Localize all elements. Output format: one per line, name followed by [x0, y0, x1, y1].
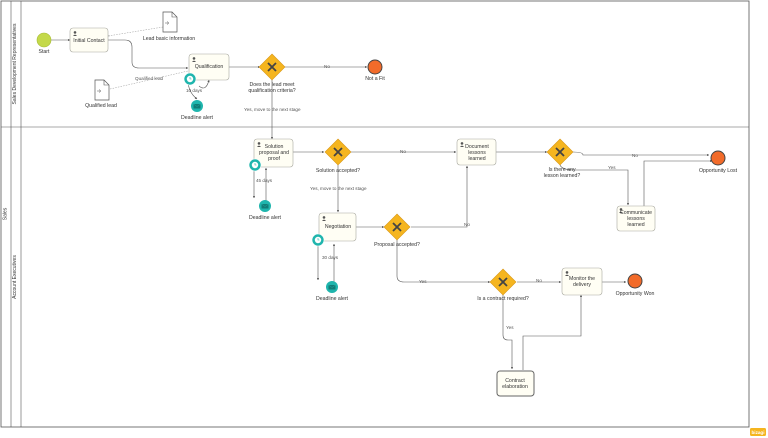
data-object-qualified-lead[interactable]: Qualified lead — [85, 79, 117, 109]
task-document-lessons-label-2: lessons — [468, 150, 486, 156]
bizagi-logo: bizagi — [750, 428, 766, 436]
envelope-icon — [193, 104, 201, 109]
deadline-alert-2[interactable]: Deadline alert — [249, 200, 282, 221]
task-qualification-label: Qualification — [195, 64, 224, 70]
lane-label-ae: Account Executives — [12, 255, 18, 299]
task-contract-elaboration-label-1: Contract — [505, 378, 525, 384]
flow-label-qualified-lead: Qualified lead — [135, 76, 164, 81]
user-icon — [460, 142, 464, 147]
task-communicate-lessons-label-1: Communicate — [620, 210, 652, 216]
task-negotiation-label: Negotiation — [325, 224, 351, 230]
timer-event-solution-proposal[interactable]: 45 days — [248, 158, 273, 183]
task-solution-proposal[interactable]: Solution proposal and proof — [253, 138, 294, 168]
task-contract-elaboration-label-2: elaboration — [502, 384, 528, 390]
end-event-opportunity-won-label: Opportunity Won — [616, 291, 655, 297]
deadline-alert-2-label: Deadline alert — [249, 215, 282, 221]
task-initial-contact-label: Initial Contact — [73, 38, 105, 44]
deadline-alert-1[interactable]: Deadline alert — [181, 100, 214, 121]
flow-label-no-1: No — [324, 64, 330, 69]
task-solution-proposal-label-1: Solution — [265, 144, 284, 150]
task-document-lessons-label-3: learned — [468, 156, 485, 162]
data-object-qualified-lead-label: Qualified lead — [85, 103, 117, 109]
end-event-opportunity-lost[interactable]: Opportunity Lost — [699, 150, 738, 174]
task-communicate-lessons-label-3: learned — [627, 222, 644, 228]
user-icon — [257, 142, 261, 147]
timer-label-30-days: 30 days — [322, 255, 339, 260]
flow-label-no-3: No — [632, 153, 638, 158]
task-communicate-lessons-label-2: lessons — [627, 216, 645, 222]
task-solution-proposal-label-3: proof — [268, 156, 280, 162]
associations — [108, 26, 189, 90]
task-monitor-delivery[interactable]: Monitor the delivery — [561, 267, 603, 296]
flow-label-yes-1: Yes — [608, 165, 616, 170]
sequence-flows — [51, 38, 713, 370]
end-event-opportunity-lost-label: Opportunity Lost — [699, 168, 738, 174]
timer-event-negotiation[interactable]: 30 days — [311, 233, 339, 260]
flow-label-no-2: No — [400, 149, 406, 154]
task-negotiation[interactable]: Negotiation — [318, 212, 357, 242]
gateway-lesson-learned-label-2: lesson learned? — [544, 173, 581, 179]
end-event-not-fit[interactable]: Not a Fit — [365, 59, 385, 82]
lane-label-sdr: Sales Development Representatives — [12, 23, 18, 104]
task-contract-elaboration[interactable]: Contract elaboration — [496, 370, 535, 397]
task-communicate-lessons[interactable]: Communicate lessons learned — [616, 205, 656, 232]
task-qualification[interactable]: Qualification — [188, 53, 230, 81]
user-icon — [322, 216, 326, 221]
user-icon — [619, 208, 623, 213]
flow-label-yes-3: Yes — [506, 325, 514, 330]
envelope-icon — [328, 285, 336, 290]
gateway-contract-required[interactable]: Is a contract required? — [477, 268, 529, 302]
user-icon — [192, 57, 196, 62]
deadline-alert-1-label: Deadline alert — [181, 115, 214, 121]
end-event-opportunity-won[interactable]: Opportunity Won — [616, 273, 655, 297]
gateway-solution-accepted-label: Solution accepted? — [316, 168, 360, 174]
user-icon — [73, 31, 77, 36]
timer-label-10-days: 10 days — [186, 88, 203, 93]
timer-event-qualification[interactable]: 10 days — [183, 72, 203, 93]
task-monitor-delivery-label-1: Monitor the — [569, 276, 595, 282]
deadline-alert-3[interactable]: Deadline alert — [316, 281, 349, 302]
flow-label-yes-next-2: Yes, move to the next stage — [310, 186, 367, 191]
task-solution-proposal-label-2: proposal and — [259, 150, 289, 156]
task-initial-contact[interactable]: Initial Contact — [69, 27, 109, 53]
start-event-label: Start — [39, 49, 51, 55]
lane-sdr: Sales Development Representatives — [12, 1, 22, 127]
start-event[interactable]: Start — [36, 32, 52, 55]
gateway-qualification-criteria[interactable]: Does the lead meet qualification criteri… — [248, 53, 296, 94]
gateway-lesson-learned-label-1: Is there any — [548, 167, 576, 173]
flow-label-yes-2: Yes — [419, 279, 427, 284]
gateway-proposal-accepted-label: Proposal accepted? — [374, 242, 420, 248]
gateway-solution-accepted[interactable]: Solution accepted? — [316, 138, 360, 174]
task-document-lessons[interactable]: Document lessons learned — [456, 138, 497, 166]
deadline-alert-3-label: Deadline alert — [316, 296, 349, 302]
gateway-qualification-criteria-label-2: qualification criteria? — [248, 88, 295, 94]
flow-labels: No Yes, move to the next stage No Yes, m… — [135, 64, 638, 330]
task-document-lessons-label-1: Document — [465, 144, 489, 150]
data-object-lead-info[interactable]: Lead basic information — [143, 11, 195, 42]
timer-label-45-days: 45 days — [256, 178, 273, 183]
flow-label-yes-next-1: Yes, move to the next stage — [244, 107, 301, 112]
bizagi-logo-text: bizagi — [751, 430, 764, 435]
gateway-proposal-accepted[interactable]: Proposal accepted? — [374, 213, 420, 248]
end-event-not-fit-label: Not a Fit — [365, 76, 385, 82]
lane-ae: Account Executives — [12, 127, 22, 427]
gateway-qualification-criteria-label-1: Does the lead meet — [250, 82, 296, 88]
flow-label-no-5: No — [536, 278, 542, 283]
data-object-lead-info-label: Lead basic information — [143, 36, 195, 42]
pool-label: Sales — [3, 207, 9, 220]
flow-label-no-4: No — [464, 222, 470, 227]
envelope-icon — [261, 204, 269, 209]
task-monitor-delivery-label-2: delivery — [573, 282, 591, 288]
gateway-lesson-learned[interactable]: Is there any lesson learned? — [544, 138, 581, 179]
user-icon — [565, 271, 569, 276]
gateway-contract-required-label: Is a contract required? — [477, 296, 529, 302]
